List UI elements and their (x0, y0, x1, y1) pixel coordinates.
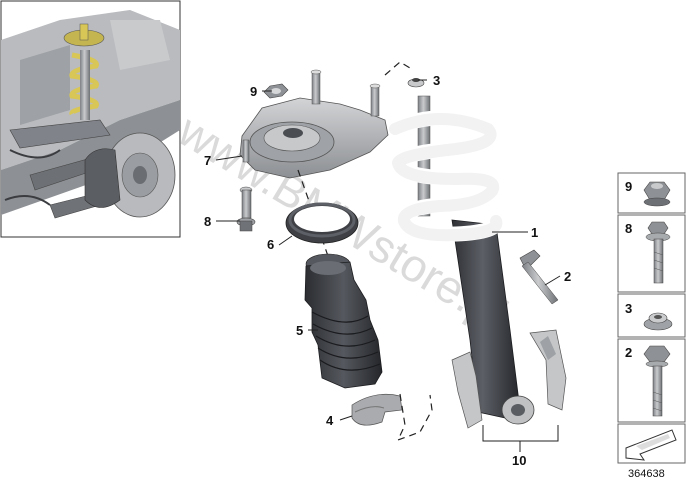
callout-6: 6 (267, 237, 274, 252)
coil-spring (387, 110, 504, 242)
side-panel-number-8: 8 (625, 221, 632, 236)
side-panel-number-9: 9 (625, 179, 632, 194)
side-panel-number-3: 3 (625, 301, 632, 316)
nut-9 (263, 83, 289, 99)
callout-8: 8 (204, 214, 211, 229)
rubber-ring-6 (285, 202, 359, 244)
assembly-line-seat (396, 393, 433, 442)
callout-1: 1 (531, 225, 538, 240)
side-hex-bolt-icon (643, 345, 671, 417)
side-panel: 9 8 3 2 (617, 172, 686, 464)
callout-7: 7 (204, 153, 211, 168)
arrow-box-icon (625, 429, 677, 461)
callout-9: 9 (250, 84, 257, 99)
hex-bolt-2 (519, 249, 559, 305)
collar-nut-3 (407, 78, 425, 88)
spring-seat-4 (351, 393, 403, 426)
diagram-number: 364638 (628, 468, 665, 480)
side-bolt-washer-icon (645, 221, 671, 284)
bracket-10-leader (482, 425, 559, 442)
callout-5: 5 (296, 323, 303, 338)
side-nut-icon (643, 181, 671, 207)
callout-leaders (215, 79, 561, 452)
shock-absorber-1 (387, 95, 535, 425)
callout-labels: 1 2 3 4 5 6 7 8 9 10 (204, 73, 571, 468)
bracket-clips-10 (451, 329, 567, 429)
side-collar-nut-icon (643, 312, 673, 331)
bolt-8 (236, 186, 256, 232)
inset-coil-spring (69, 52, 99, 116)
side-panel-number-2: 2 (625, 345, 632, 360)
callout-10: 10 (512, 453, 526, 468)
callout-3: 3 (433, 73, 440, 88)
top-mount (239, 69, 389, 179)
callout-4: 4 (326, 413, 334, 428)
assembly-line-top (384, 61, 411, 76)
inset-suspension-view (0, 0, 181, 238)
dust-boot-5 (304, 253, 383, 389)
callout-2: 2 (564, 269, 571, 284)
